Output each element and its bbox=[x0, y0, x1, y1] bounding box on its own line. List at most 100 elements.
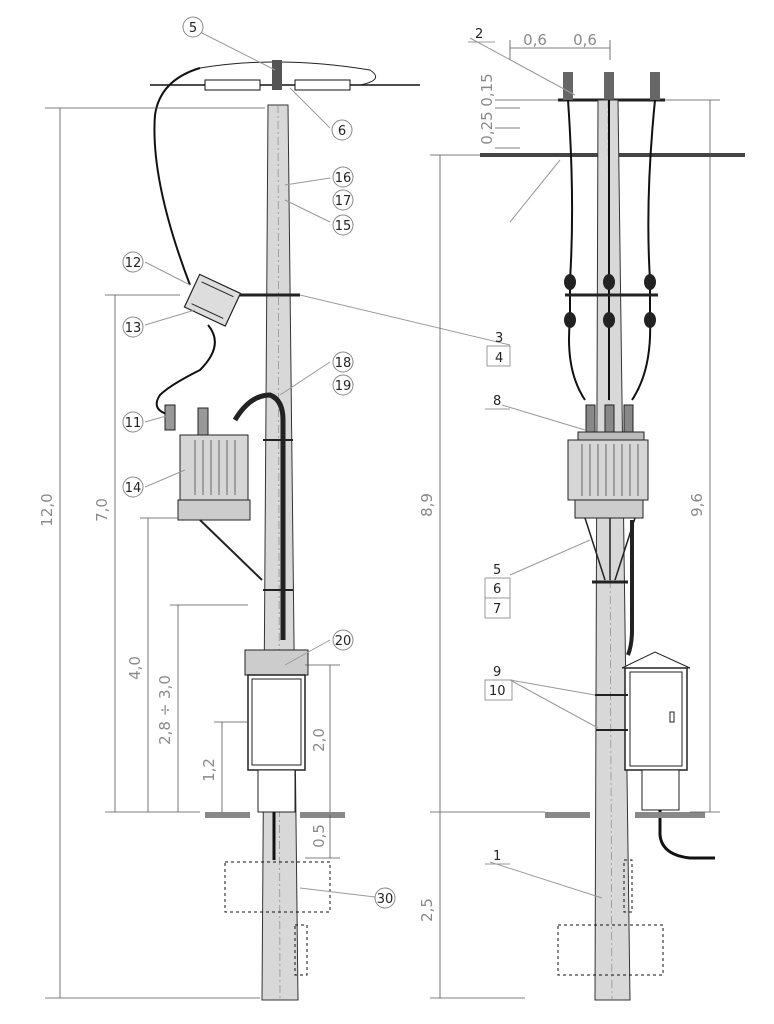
hv-bushing bbox=[197, 407, 209, 436]
cabinet-hood bbox=[244, 649, 309, 676]
pin-insulator-top bbox=[272, 60, 282, 90]
anchor-left bbox=[294, 924, 308, 976]
dim-total-height: 12,0 bbox=[38, 493, 56, 526]
outgoing-cable bbox=[658, 810, 715, 860]
transformer-tank-right bbox=[567, 439, 649, 501]
callout-r10: 10 bbox=[489, 684, 506, 699]
callout-r5: 5 bbox=[493, 563, 501, 578]
callout-6: 6 bbox=[331, 119, 353, 141]
drop-cable-lower bbox=[155, 324, 216, 416]
svg-text:4: 4 bbox=[495, 351, 503, 366]
dim-bracket-height: 7,0 bbox=[93, 498, 111, 522]
callout-r1: 1 bbox=[493, 849, 501, 864]
strain-insulator-left bbox=[204, 79, 261, 91]
hv-bushing-c bbox=[623, 404, 634, 434]
strain-insulator-right bbox=[294, 79, 351, 91]
left-dimension-texts: 12,0 7,0 4,0 2,8 ÷ 3,0 1,2 2,0 0,5 bbox=[38, 493, 328, 848]
callout-14: 14 bbox=[122, 476, 144, 498]
transformer-tank bbox=[179, 434, 249, 501]
dim-cabinet-top: 2,8 ÷ 3,0 bbox=[156, 675, 174, 745]
transformer-fins-right bbox=[581, 444, 639, 496]
callout-r8: 8 bbox=[493, 394, 501, 409]
cabinet-door bbox=[251, 678, 302, 766]
svg-text:12: 12 bbox=[125, 256, 142, 271]
fuse-holders bbox=[564, 274, 656, 328]
transformer-lid-right bbox=[577, 431, 645, 441]
jumper-loop bbox=[199, 61, 377, 86]
left-leaders bbox=[144, 31, 511, 898]
svg-text:3: 3 bbox=[495, 331, 503, 346]
dim-right-line-height: 8,9 bbox=[418, 493, 436, 517]
callout-30: 30 bbox=[374, 887, 396, 909]
platform-strut bbox=[199, 519, 263, 581]
left-pole bbox=[261, 104, 299, 1001]
disconnector-switch bbox=[183, 273, 242, 327]
cabinet-base-right bbox=[641, 769, 680, 811]
callout-13: 13 bbox=[122, 316, 144, 338]
svg-text:5: 5 bbox=[189, 21, 197, 36]
transformer-platform-right bbox=[574, 499, 644, 519]
cable-clamps bbox=[263, 439, 293, 591]
right-view bbox=[430, 37, 745, 1001]
right-callouts: 2 8 5 6 7 9 10 1 bbox=[468, 27, 513, 865]
callout-11: 11 bbox=[122, 411, 144, 433]
right-pole bbox=[594, 99, 631, 1001]
phase-wire-a bbox=[567, 99, 586, 401]
dim-cabinet-bottom: 1,2 bbox=[200, 758, 218, 782]
callout-16: 16 bbox=[332, 166, 354, 188]
svg-text:20: 20 bbox=[335, 634, 352, 649]
svg-text:14: 14 bbox=[125, 481, 142, 496]
distribution-cabinet-right bbox=[624, 667, 688, 771]
foundation-block-left bbox=[224, 861, 331, 913]
hv-bushing-a bbox=[585, 404, 596, 434]
svg-text:6: 6 bbox=[338, 124, 346, 139]
dim-right-top-height: 9,6 bbox=[688, 493, 706, 517]
dim-arm-spacing: 0,25 bbox=[478, 111, 496, 144]
lv-cable-right bbox=[626, 520, 634, 656]
cabinet-base bbox=[257, 769, 296, 813]
dim-below-ground: 0,5 bbox=[310, 824, 328, 848]
callout-15: 15 bbox=[332, 214, 354, 236]
svg-text:13: 13 bbox=[125, 321, 142, 336]
insulator-right bbox=[650, 72, 660, 100]
dim-crossarm-left: 0,6 bbox=[523, 31, 547, 49]
right-dimension-lines bbox=[430, 40, 720, 999]
foundation-block-right bbox=[557, 924, 664, 976]
left-pole-axis bbox=[277, 104, 281, 1001]
svg-text:30: 30 bbox=[377, 892, 394, 907]
svg-text:17: 17 bbox=[335, 194, 352, 209]
cabinet-roof bbox=[621, 651, 691, 669]
transformer-platform bbox=[177, 499, 251, 521]
dim-burial-depth: 2,5 bbox=[418, 898, 436, 922]
lv-cable bbox=[232, 392, 286, 640]
cabinet-handle bbox=[669, 711, 675, 723]
transformer-fins bbox=[194, 440, 236, 495]
dim-crossarm-right: 0,6 bbox=[573, 31, 597, 49]
callout-r2: 2 bbox=[475, 27, 483, 42]
left-view bbox=[45, 31, 511, 1001]
callout-18: 18 bbox=[332, 351, 354, 373]
insulator-left bbox=[563, 72, 573, 100]
surge-arrester bbox=[164, 404, 176, 431]
left-dimension-lines bbox=[45, 107, 340, 999]
callout-19: 19 bbox=[332, 374, 354, 396]
left-callouts: 5 6 16 17 15 12 13 18 19 11 14 20 30 bbox=[122, 16, 396, 909]
distribution-cabinet bbox=[247, 674, 306, 771]
callout-12: 12 bbox=[122, 251, 144, 273]
svg-text:19: 19 bbox=[335, 379, 352, 394]
platform-braces-right bbox=[584, 517, 636, 581]
insulator-center bbox=[604, 72, 614, 100]
dim-cabinet-height: 2,0 bbox=[310, 728, 328, 752]
right-dimension-texts: 8,9 9,6 2,5 0,6 0,6 0,15 0,25 bbox=[418, 31, 706, 922]
drop-cable-upper bbox=[153, 67, 201, 286]
dim-transformer-height: 4,0 bbox=[126, 656, 144, 680]
callout-20: 20 bbox=[332, 629, 354, 651]
dim-insulator-height: 0,15 bbox=[478, 73, 496, 106]
hv-bushing-b bbox=[604, 404, 615, 434]
pole-bands-right bbox=[595, 694, 628, 731]
cabinet-door-right bbox=[629, 671, 683, 767]
callout-r9: 9 bbox=[493, 665, 501, 680]
svg-text:11: 11 bbox=[125, 416, 142, 431]
